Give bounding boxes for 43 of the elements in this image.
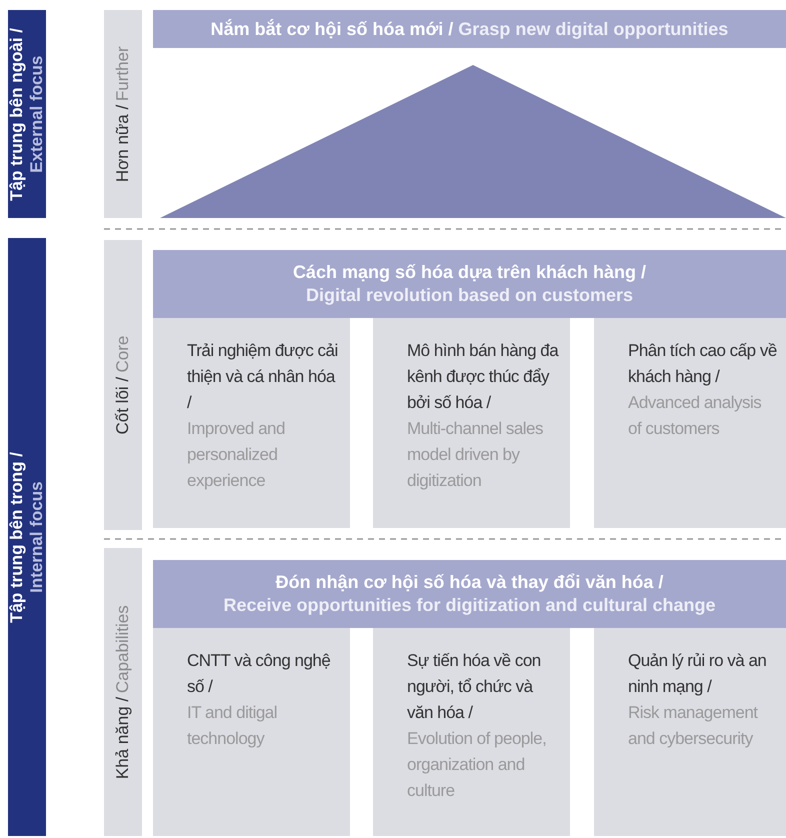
vietnamese-label: Sự tiến hóa về con người, tổ chức và văn hóa / — [407, 650, 542, 724]
vietnamese-label: Nắm bắt cơ hội số hóa mới / — [210, 19, 454, 39]
vietnamese-label: Khả năng / — [113, 696, 132, 780]
english-label: Advanced analysis of customers — [628, 392, 762, 440]
header-bar — [153, 250, 786, 318]
vietnamese-label: Đón nhận cơ hội số hóa và thay đổi văn hóa / — [274, 571, 664, 594]
english-label: Evolution of people, organization and culture — [407, 728, 548, 802]
vietnamese-label: CNTT và công nghệ số / — [187, 650, 332, 698]
english-label: Capabilities — [113, 604, 132, 693]
english-label: Internal focus — [27, 480, 47, 595]
vietnamese-label: Trải nghiệm được cải thiện và cá nhân hóa / — [187, 340, 339, 414]
english-label: Multi-channel sales model driven by digitization — [407, 418, 544, 492]
roof-triangle — [160, 65, 786, 218]
row-label — [104, 240, 142, 530]
english-label: Grasp new digital opportunities — [458, 19, 728, 39]
vietnamese-label: Cách mạng số hóa dựa trên khách hàng / — [292, 261, 648, 284]
vietnamese-label: Tập trung bên trong / — [7, 452, 27, 622]
row-label — [104, 10, 142, 218]
pillar-card — [594, 628, 786, 836]
section-band — [8, 10, 46, 218]
vietnamese-label: Hơn nữa / — [113, 104, 132, 182]
header-bar — [153, 560, 786, 628]
english-label: Core — [113, 336, 132, 373]
pillar-card — [373, 318, 570, 528]
english-label: External focus — [27, 54, 47, 175]
english-label: Risk management and cybersecurity — [628, 702, 759, 750]
english-label: Receive opportunities for digitization and cultural change — [222, 594, 717, 617]
english-label: Digital revolution based on customers — [304, 284, 634, 307]
pillar-card — [373, 628, 570, 836]
vietnamese-label: Quản lý rủi ro và an ninh mạng / — [628, 650, 768, 698]
pillar-card — [153, 628, 350, 836]
pillar-card — [153, 318, 350, 528]
english-label: IT and ditigal technology — [187, 702, 278, 750]
section-band — [8, 238, 46, 836]
vietnamese-label: Tập trung bên ngoài / — [7, 28, 27, 200]
header-bar — [153, 10, 786, 48]
row-label — [104, 548, 142, 836]
vietnamese-label: Phân tích cao cấp về khách hàng / — [628, 340, 778, 388]
english-label: Further — [113, 46, 132, 101]
vietnamese-label: Cốt lõi / — [113, 376, 132, 434]
english-label: Improved and personalized experience — [187, 418, 286, 492]
pillar-card — [594, 318, 786, 528]
vietnamese-label: Mô hình bán hàng đa kênh được thúc đẩy bởi số hóa / — [407, 340, 560, 414]
